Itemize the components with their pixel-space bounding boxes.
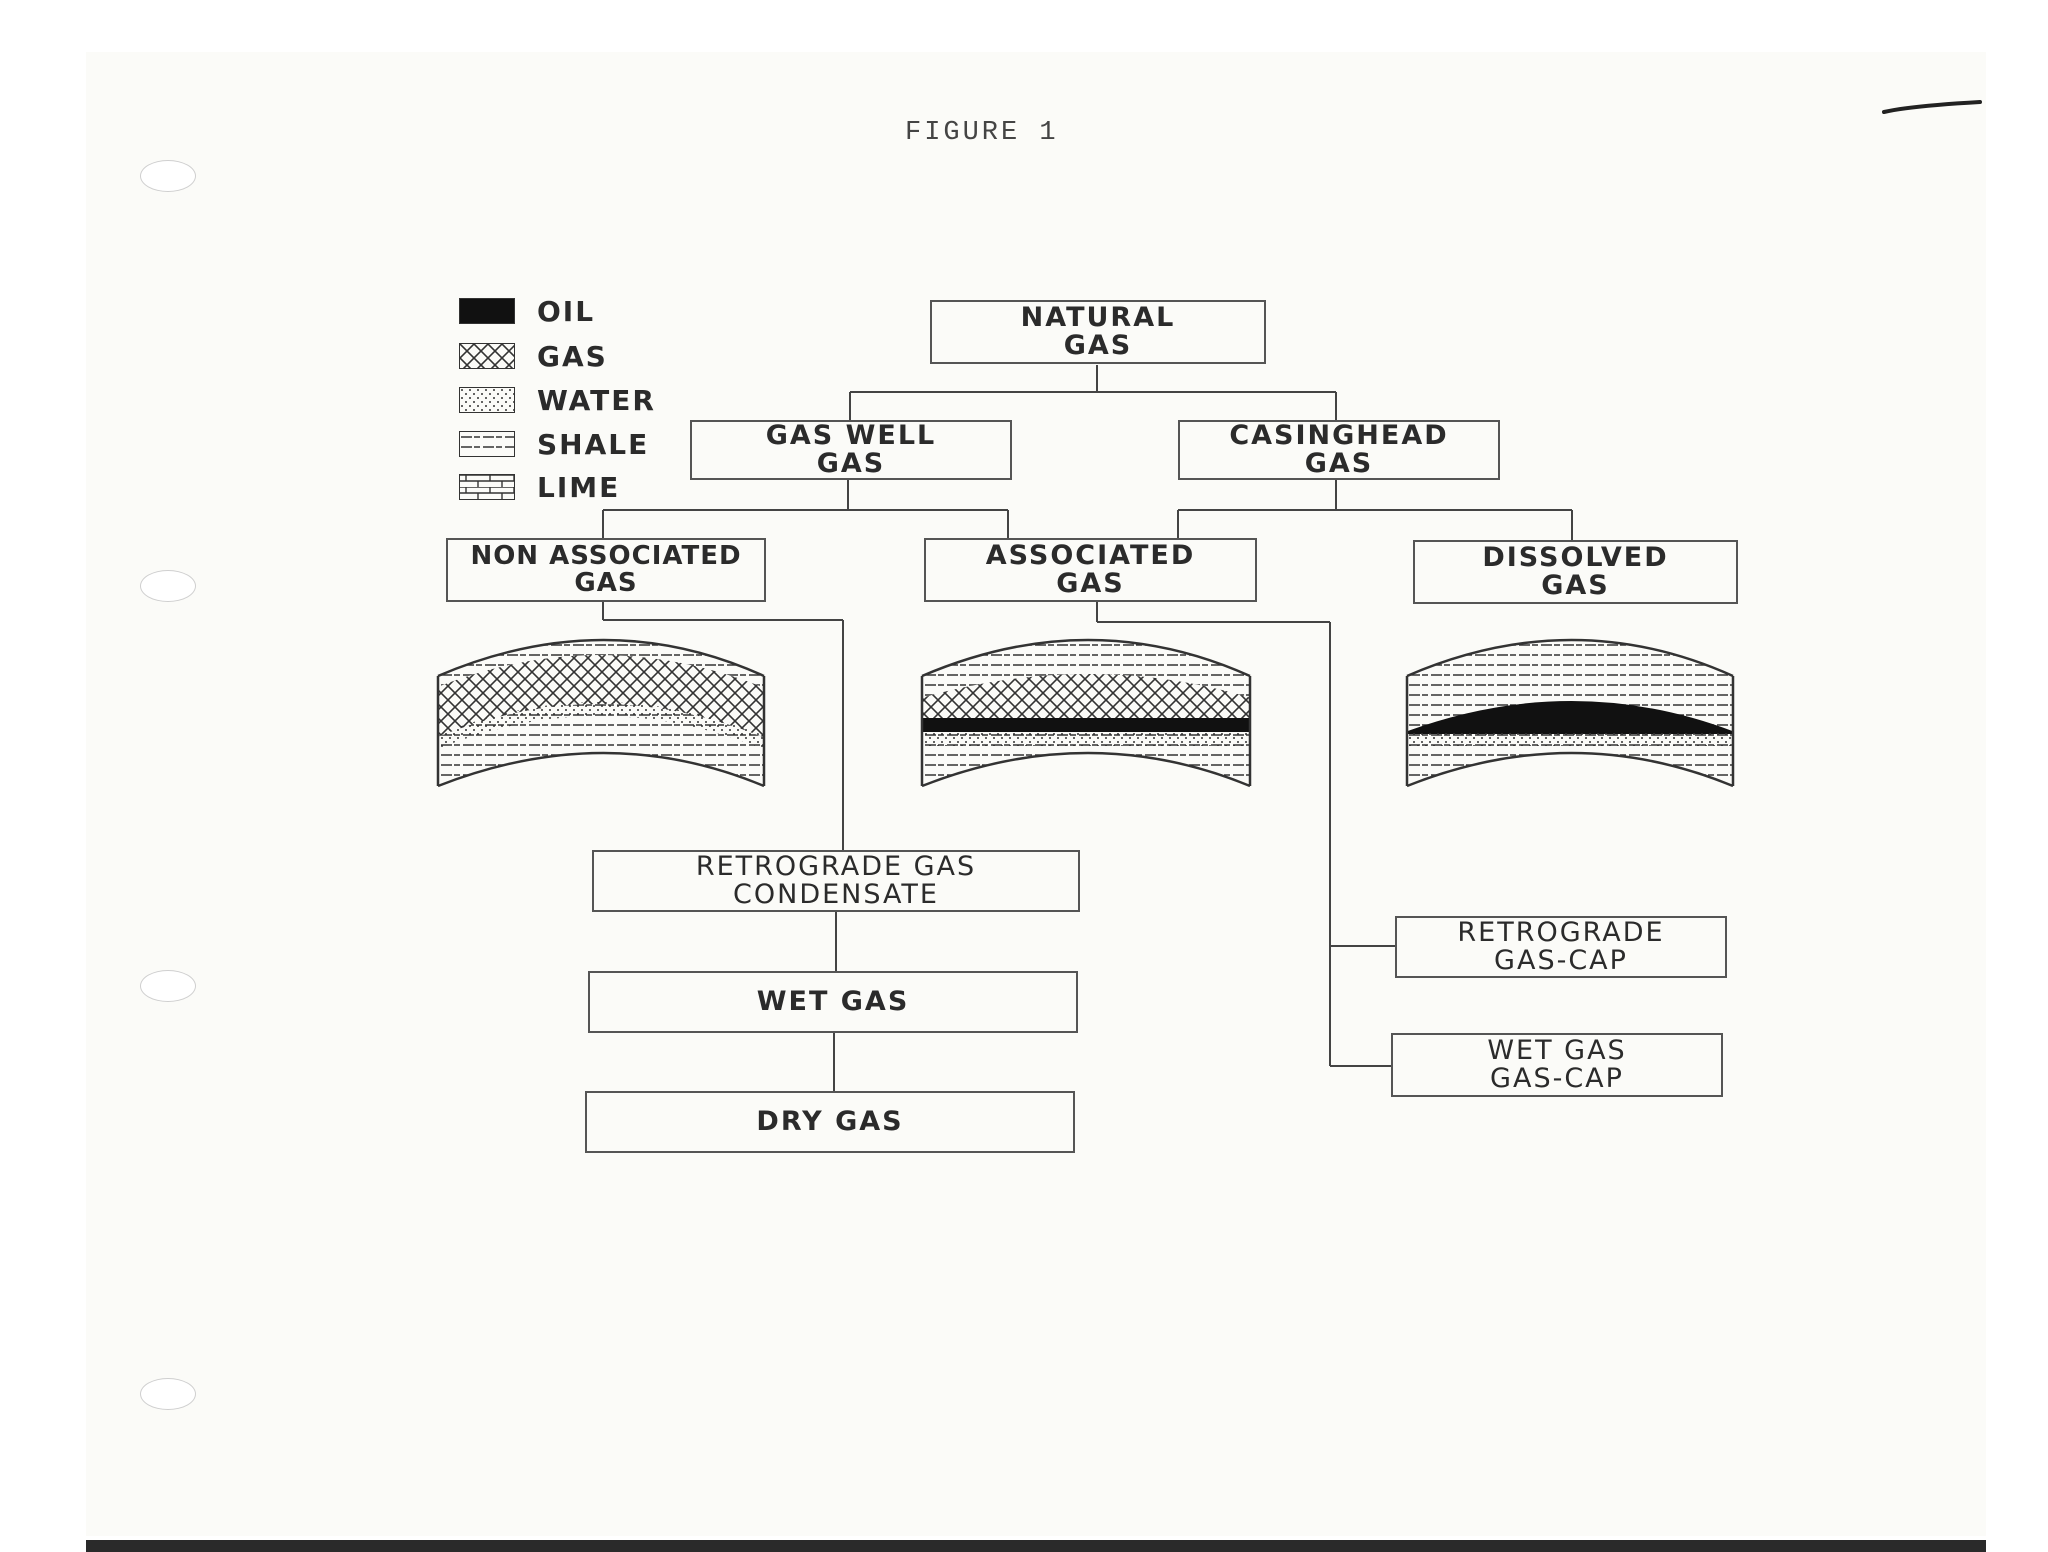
scanner-edge-bar [86,1540,1986,1552]
binder-hole [140,970,196,1002]
node-non-associated-gas: NON ASSOCIATED GAS [446,538,766,602]
figure-title: FIGURE 1 [905,118,1059,148]
binder-hole [140,570,196,602]
binder-hole [140,1378,196,1410]
node-label: GAS [574,568,638,598]
gas-swatch-icon [459,343,515,369]
node-casinghead-gas: CASINGHEAD GAS [1178,420,1500,480]
water-swatch-icon [459,387,515,413]
node-label: GAS-CAP [1490,1063,1624,1094]
node-label: CASINGHEAD [1229,419,1449,451]
node-retrograde-gas-condensate: RETROGRADE GAS CONDENSATE [592,850,1080,912]
oil-swatch-icon [459,298,515,324]
reservoir-associated [920,638,1252,788]
node-label: GAS [1063,330,1133,361]
node-gas-well-gas: GAS WELL GAS [690,420,1012,480]
tree-connectors [602,365,1573,1093]
reservoir-non-associated [436,638,766,788]
node-wet-gas-gas-cap: WET GAS GAS-CAP [1391,1033,1723,1097]
node-label: NON ASSOCIATED [470,540,742,571]
node-label: GAS [1541,570,1610,601]
legend-label: OIL [537,294,596,328]
legend-item-lime: LIME [459,470,621,504]
legend-item-oil: OIL [459,294,596,328]
binder-hole [140,160,196,192]
legend-label: WATER [537,383,656,417]
legend-item-gas: GAS [459,339,608,373]
node-label: RETROGRADE [1457,916,1665,948]
node-label: WET GAS [756,985,910,1017]
legend-label: LIME [537,470,621,504]
node-dry-gas: DRY GAS [585,1091,1075,1153]
node-label: GAS [1304,448,1374,479]
node-natural-gas: NATURAL GAS [930,300,1266,364]
node-label: GAS [1056,568,1125,599]
node-label: CONDENSATE [733,879,939,910]
legend-item-water: WATER [459,383,656,417]
node-label: DRY GAS [756,1105,904,1137]
shale-swatch-icon [459,431,515,457]
node-label: NATURAL [1020,301,1176,333]
node-label: GAS [816,448,886,479]
node-label: RETROGRADE GAS [695,850,977,882]
legend-label: SHALE [537,427,650,461]
lime-swatch-icon [459,474,515,500]
pen-mark [1882,100,1982,114]
node-label: GAS-CAP [1494,945,1628,976]
node-label: GAS WELL [765,419,937,451]
node-wet-gas: WET GAS [588,971,1078,1033]
scanned-page [86,52,1986,1536]
node-associated-gas: ASSOCIATED GAS [924,538,1257,602]
node-label: DISSOLVED [1482,541,1669,573]
reservoir-dissolved [1405,638,1735,788]
legend-item-shale: SHALE [459,427,650,461]
legend-label: GAS [537,339,608,373]
node-label: WET GAS [1487,1034,1627,1066]
node-dissolved-gas: DISSOLVED GAS [1413,540,1738,604]
node-label: ASSOCIATED [985,539,1196,571]
node-retrograde-gas-cap: RETROGRADE GAS-CAP [1395,916,1727,978]
